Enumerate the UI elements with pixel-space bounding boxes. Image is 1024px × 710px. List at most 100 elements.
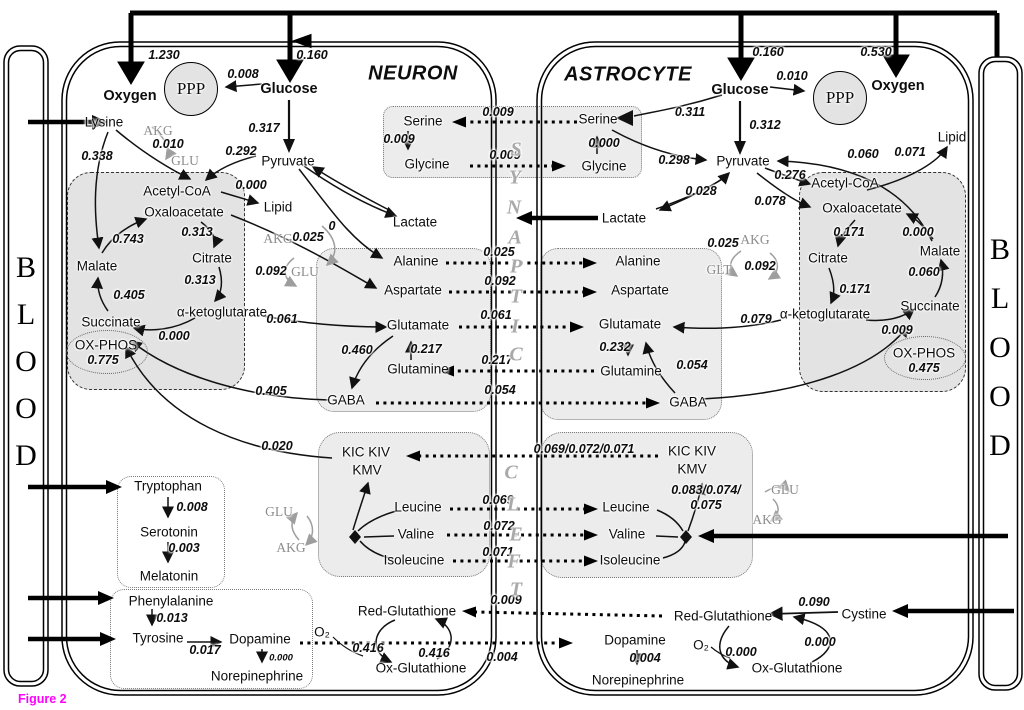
neuron-akg-cofactor-1: AKG	[143, 123, 173, 138]
astrocyte-cystine: Cystine	[841, 606, 887, 622]
neuron-norepinephrine-flux: 0.000	[269, 652, 293, 664]
neuron-kmv: KMV	[352, 462, 382, 478]
neuron-citrate-akg-flux: 0.313	[184, 273, 216, 287]
astrocyte-oxygen: Oxygen	[871, 78, 925, 94]
tryptophan-box	[117, 476, 225, 588]
transfer-isoleucine: 0.071	[482, 545, 514, 559]
astrocyte-lipid-flux: 0.071	[894, 145, 926, 159]
neuron-akg-cofactor-3: AKG	[276, 540, 306, 555]
neuron-ox-glutathione: Ox-Glutathione	[375, 660, 467, 676]
blood-right-letter: B	[989, 233, 1011, 266]
figure-caption: Figure 2	[18, 692, 67, 706]
neuron-valine: Valine	[397, 526, 435, 542]
cleft-letter: T	[509, 285, 523, 308]
astrocyte-akg-succinate-flux: 0.009	[881, 323, 913, 337]
astrocyte-aminoacid-box	[540, 248, 722, 420]
neuron-lysine-flux: 0.010	[152, 137, 184, 151]
transfer-glycine: 0.009	[489, 148, 521, 162]
astrocyte-oxaloacetate: Oxaloacetate	[822, 200, 902, 216]
neuron-glucose: Glucose	[260, 81, 318, 97]
blood-vessel-left	[3, 45, 49, 687]
neuron-isoleucine: Isoleucine	[383, 552, 445, 568]
cleft-letter: T	[509, 578, 523, 601]
blood-left-letter: D	[15, 439, 37, 472]
neuron-gr-flux: 0.416	[418, 646, 450, 660]
astrocyte-lipid: Lipid	[937, 129, 967, 145]
astrocyte-glycolysis-flux: 0.312	[749, 118, 781, 132]
neuron-glutamine: Glutamine	[387, 361, 449, 377]
astrocyte-lactate-pyruvate-flux: 0.028	[685, 184, 717, 198]
astrocyte-leucine: Leucine	[602, 499, 650, 515]
astrocyte-citrate: Citrate	[808, 250, 848, 266]
transfer-glutamine: 0.217	[481, 353, 513, 367]
neuron-glu-cofactor-3: GLU	[265, 504, 293, 519]
neuron-serine-glycine-flux: 0.009	[383, 132, 415, 146]
astrocyte-gaba-glutamate-flux: 0.054	[676, 358, 708, 372]
neuron-akg-cofactor-2: AKG	[263, 231, 293, 246]
neuron-phenylalanine: Phenylalanine	[128, 593, 214, 609]
cleft-letter: I	[511, 315, 519, 338]
neuron-lysine: Lysine	[84, 114, 124, 130]
astrocyte-valine: Valine	[608, 526, 646, 542]
astrocyte-akg-cofactor-1: AKG	[740, 232, 770, 247]
neuron-alanine: Alanine	[393, 253, 439, 269]
blood-left-letter: B	[15, 251, 37, 284]
neuron-glycolysis-flux: 0.317	[248, 121, 280, 135]
astrocyte-succinate: Succinate	[900, 298, 960, 314]
neuron-akg-succinate-flux: 0.000	[158, 329, 190, 343]
blood-right-letter: D	[989, 429, 1011, 462]
astrocyte-glucose-influx: 0.160	[752, 45, 784, 59]
neuron-tyrosine: Tyrosine	[132, 630, 184, 646]
astrocyte-membrane	[536, 41, 974, 696]
neuron-malate-oaa-flux: 0.743	[112, 232, 144, 246]
neuron-oxaloacetate: Oxaloacetate	[144, 204, 224, 220]
neuron-glycine: Glycine	[404, 156, 450, 172]
neuron-glu-cofactor-2: GLU	[291, 264, 319, 279]
blood-transport-arrows	[28, 115, 1014, 646]
astrocyte-succinate-malate-flux: 0.060	[908, 265, 940, 279]
blood-left-letter: L	[16, 298, 36, 331]
neuron-red-glutathione: Red-Glutathione	[357, 603, 457, 619]
neuron-acetyl-coa: Acetyl-CoA	[143, 183, 211, 199]
astrocyte-serine-pyruvate-flux: 0.298	[658, 153, 690, 167]
astrocyte-gaba: GABA	[669, 394, 707, 410]
transfer-glutamate: 0.061	[480, 308, 512, 322]
neuron-lysine-malate-flux: 0.338	[81, 149, 113, 163]
transfer-valine: 0.072	[483, 519, 515, 533]
neuron-succinate: Succinate	[81, 314, 141, 330]
transfer-leucine: 0.069	[482, 493, 514, 507]
transfer-bcka: 0.069/0.072/0.071	[533, 442, 635, 456]
neuron-membrane	[61, 41, 497, 696]
astrocyte-ppp-label: PPP	[825, 88, 855, 107]
neuron-aminoacid-box	[316, 248, 491, 412]
astrocyte-glycine: Glycine	[581, 158, 627, 174]
neuron-flux-arrows	[91, 80, 452, 664]
astrocyte-malate: Malate	[919, 243, 961, 259]
cleft-shuttle-arrows	[300, 116, 663, 649]
transfer-gaba: 0.054	[484, 383, 516, 397]
cleft-letter: A	[508, 226, 522, 249]
astrocyte-citrate-akg-flux: 0.171	[839, 282, 871, 296]
astrocyte-oxygen-influx: 0.530	[860, 45, 892, 59]
astrocyte-alanine: Alanine	[615, 253, 661, 269]
neuron-glutamate: Glutamate	[386, 317, 450, 333]
astrocyte-glucose: Glucose	[711, 82, 769, 98]
blood-right-letter: O	[989, 331, 1011, 364]
astrocyte-alanine-flux: 0.025	[707, 236, 739, 250]
neuron-ppp-flux: 0.008	[227, 67, 259, 81]
neuron-lipid-flux: 0.000	[235, 178, 267, 192]
neuron-bcka-tca-flux: 0.020	[261, 439, 293, 453]
astrocyte-glutamate: Glutamate	[598, 316, 662, 332]
astrocyte-cystine-flux: 0.090	[798, 595, 830, 609]
neuron-glucose-influx: 0.160	[296, 48, 328, 62]
blood-vessel-right	[978, 56, 1023, 691]
astrocyte-serine: Serine	[578, 111, 618, 127]
top-blood-channel	[117, 10, 1000, 85]
neuron-lactate: Lactate	[392, 214, 438, 230]
neuron-pyruvate: Pyruvate	[261, 153, 315, 169]
neuron-serotonin-flux: 0.008	[176, 500, 208, 514]
astrocyte-alpha-ketoglutarate: α-ketoglutarate	[779, 306, 871, 322]
astrocyte-oxphos-flux: 0.475	[908, 361, 940, 375]
